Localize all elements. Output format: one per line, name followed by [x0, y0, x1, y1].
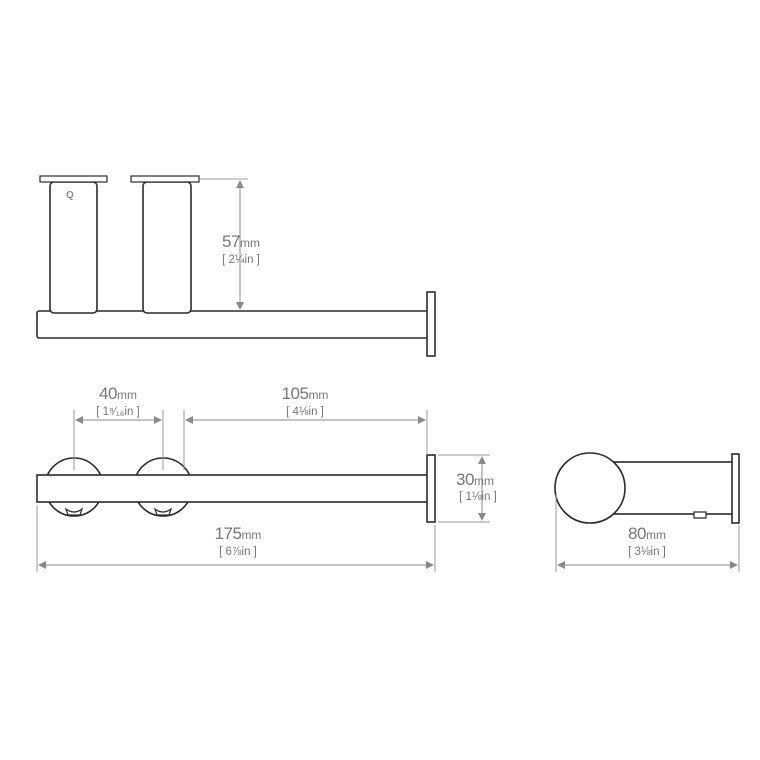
dimension-plate: 30mm [ 1⅛in ] [456, 470, 497, 503]
svg-text:[ 1⁹⁄₁₆in ]: [ 1⁹⁄₁₆in ] [96, 406, 140, 418]
plan-wall-plate [426, 454, 436, 523]
elevation-cap-left [39, 175, 108, 183]
dimension-height: 57mm [ 2¼in ] [222, 232, 260, 266]
side-wall-plate [731, 453, 740, 524]
elevation-cap-right [130, 175, 200, 183]
plan-view: 40mm [ 1⁹⁄₁₆in ] 105mm [ 4⅛in ] 30mm [ 1… [36, 384, 497, 572]
logo-mark: Q [66, 190, 74, 201]
svg-text:[ 2¼in ]: [ 2¼in ] [222, 254, 260, 266]
elevation-arm [36, 310, 430, 339]
side-round-end [554, 452, 626, 524]
plan-arm [36, 474, 430, 503]
elevation-view: Q 57mm [ 2¼in ] [36, 175, 436, 357]
svg-text:[ 3⅛in ]: [ 3⅛in ] [628, 546, 666, 558]
svg-text:40mm: 40mm [99, 384, 137, 403]
dimension-projection: 80mm [ 3⅛in ] [628, 524, 666, 558]
side-view: 80mm [ 3⅛in ] [554, 452, 740, 572]
svg-text:[ 4⅛in ]: [ 4⅛in ] [286, 406, 324, 418]
svg-text:105mm: 105mm [282, 384, 329, 403]
svg-text:57mm: 57mm [222, 232, 260, 251]
svg-text:[ 1⅛in ]: [ 1⅛in ] [459, 491, 497, 503]
dimension-spacing: 40mm [ 1⁹⁄₁₆in ] [96, 384, 140, 418]
svg-text:[ 6⅞in ]: [ 6⅞in ] [219, 546, 257, 558]
svg-text:175mm: 175mm [215, 524, 262, 543]
elevation-cylinder-right [142, 181, 192, 314]
elevation-wall-plate [426, 291, 436, 357]
elevation-cylinder-left [49, 181, 98, 314]
svg-text:80mm: 80mm [628, 524, 666, 543]
svg-text:30mm: 30mm [456, 470, 494, 489]
dimension-arm-length: 105mm [ 4⅛in ] [282, 384, 329, 418]
dimension-overall-length: 175mm [ 6⅞in ] [215, 524, 262, 558]
